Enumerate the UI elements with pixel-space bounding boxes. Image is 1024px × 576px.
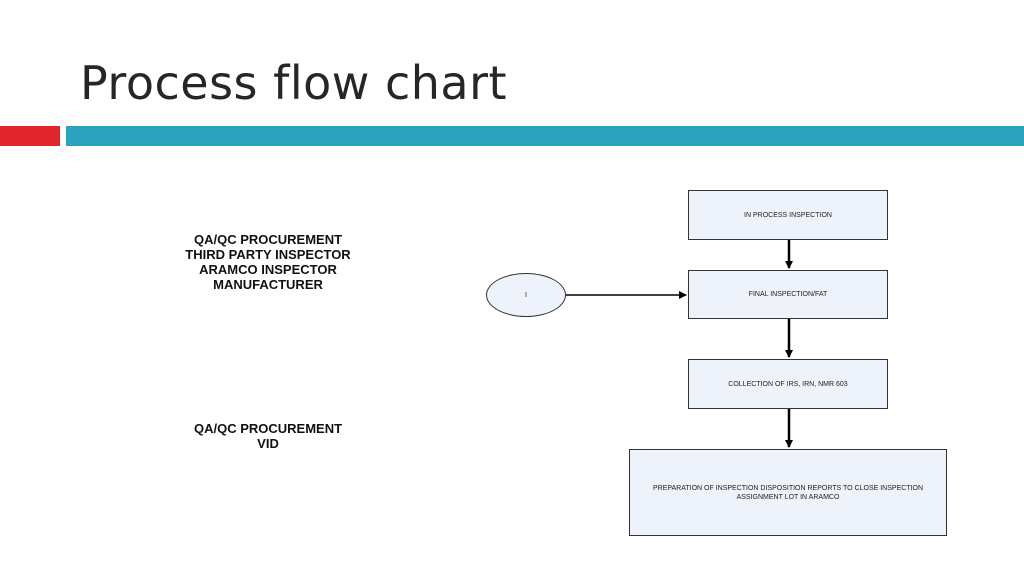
slide-title: Process flow chart bbox=[80, 56, 508, 110]
role-label: QA/QC PROCUREMENT bbox=[193, 232, 343, 247]
role-label: MANUFACTURER bbox=[213, 277, 323, 292]
role-label: THIRD PARTY INSPECTOR bbox=[185, 247, 351, 262]
role-label: QA/QC PROCUREMENT bbox=[193, 421, 343, 436]
accent-bar-red bbox=[0, 126, 60, 146]
step-collection-of-reports: COLLECTION OF IRS, IRN, NMR 603 bbox=[688, 359, 888, 409]
step-final-inspection: FINAL INSPECTION/FAT bbox=[688, 270, 888, 319]
step-in-process-inspection: IN PROCESS INSPECTION bbox=[688, 190, 888, 240]
accent-bar-teal bbox=[66, 126, 1024, 146]
role-label: ARAMCO INSPECTOR bbox=[199, 262, 337, 277]
roles-group-2: QA/QC PROCUREMENT VID bbox=[128, 421, 408, 451]
roles-group-1: QA/QC PROCUREMENT THIRD PARTY INSPECTOR … bbox=[128, 232, 408, 292]
step-preparation-of-disposition-reports: PREPARATION OF INSPECTION DISPOSITION RE… bbox=[629, 449, 947, 536]
role-label: VID bbox=[257, 436, 279, 451]
off-page-connector: I bbox=[486, 273, 566, 317]
